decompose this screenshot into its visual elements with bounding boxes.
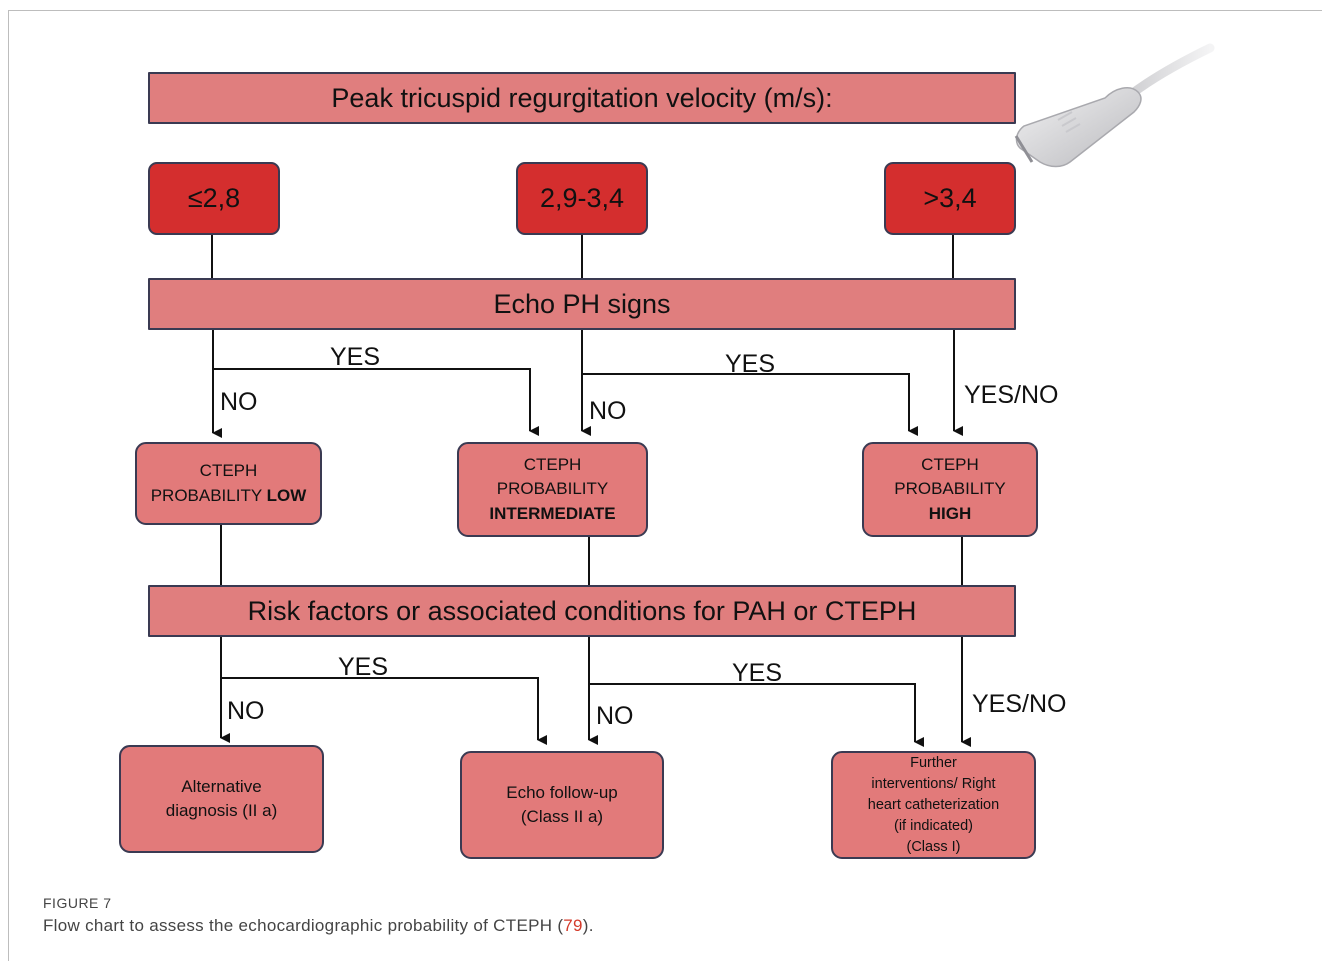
header-bar: Peak tricuspid regurgitation velocity (m… xyxy=(148,72,1016,124)
branch-label-no: NO xyxy=(227,697,265,725)
velocity-low-label: ≤2,8 xyxy=(187,183,241,213)
arrow-yes-to-intermediate xyxy=(213,368,539,436)
outcome-further-line3: heart catheterization xyxy=(867,796,1000,813)
caption-text-end: ). xyxy=(582,916,594,935)
outcome-further-box: Further interventions/ Right heart cathe… xyxy=(831,751,1036,859)
branch-label-no: NO xyxy=(220,388,258,416)
outcome-further-line1: Further xyxy=(910,754,957,771)
outcome-alternative-box: Alternative diagnosis (II a) xyxy=(119,745,324,853)
outcome-further-line5: (Class I) xyxy=(906,838,961,855)
branch-label-yes: YES xyxy=(725,350,776,378)
risk-factors-text: Risk factors or associated conditions fo… xyxy=(247,595,917,626)
header-text: Peak tricuspid regurgitation velocity (m… xyxy=(331,82,833,113)
outcome-echo-line1: Echo follow-up xyxy=(506,782,618,802)
figure-caption: Flow chart to assess the echocardiograph… xyxy=(43,916,594,936)
velocity-low-box: ≤2,8 xyxy=(148,162,280,235)
branch-label-yesno: YES/NO xyxy=(964,381,1059,409)
probability-intermediate-level: INTERMEDIATE xyxy=(489,503,616,523)
arrow-yes-to-further xyxy=(589,683,924,747)
probability-intermediate-box: CTEPH PROBABILITY INTERMEDIATE xyxy=(457,442,648,537)
outcome-further-line2: interventions/ Right xyxy=(871,775,996,792)
probability-low-level: LOW xyxy=(266,485,307,505)
echo-ph-signs-bar: Echo PH signs xyxy=(148,278,1016,330)
probability-high-box: CTEPH PROBABILITY HIGH xyxy=(862,442,1038,537)
arrow-yes-to-followup xyxy=(221,677,547,745)
outcome-alternative-line2: diagnosis (II a) xyxy=(165,801,278,820)
ultrasound-probe-icon xyxy=(1014,43,1215,168)
outcome-echo-followup-box: Echo follow-up (Class II a) xyxy=(460,751,664,859)
figure-label: FIGURE 7 xyxy=(43,895,112,911)
outcome-alternative-line1: Alternative xyxy=(181,776,262,796)
branch-label-yesno: YES/NO xyxy=(972,690,1067,718)
probability-low-line1: CTEPH xyxy=(199,461,258,480)
velocity-high-label: >3,4 xyxy=(923,183,977,213)
probability-intermediate-line2: PROBABILITY xyxy=(496,479,609,499)
outcome-further-line4: (if indicated) xyxy=(894,817,973,834)
risk-factors-bar: Risk factors or associated conditions fo… xyxy=(148,585,1016,637)
branch-label-yes: YES xyxy=(338,653,389,681)
velocity-mid-box: 2,9-3,4 xyxy=(516,162,648,235)
branch-label-yes: YES xyxy=(732,659,783,687)
probability-high-line1: CTEPH xyxy=(921,454,979,474)
outcome-echo-line2: (Class II a) xyxy=(520,807,604,826)
velocity-mid-label: 2,9-3,4 xyxy=(539,183,625,213)
probability-intermediate-line1: CTEPH xyxy=(523,454,582,474)
caption-text: Flow chart to assess the echocardiograph… xyxy=(43,916,564,935)
branch-label-no: NO xyxy=(589,397,627,425)
echo-ph-signs-text: Echo PH signs xyxy=(493,288,671,319)
branch-label-yes: YES xyxy=(330,343,381,371)
branch-label-no: NO xyxy=(596,702,634,730)
velocity-high-box: >3,4 xyxy=(884,162,1016,235)
probability-high-line2: PROBABILITY xyxy=(894,479,1006,499)
probability-high-level: HIGH xyxy=(928,503,972,523)
figure-frame xyxy=(8,10,1322,961)
caption-reference-link[interactable]: 79 xyxy=(563,916,583,935)
arrow-yes-to-high xyxy=(582,373,918,436)
probability-low-line2: PROBABILITY xyxy=(150,485,262,505)
probability-low-box: CTEPH PROBABILITY LOW xyxy=(135,442,322,525)
